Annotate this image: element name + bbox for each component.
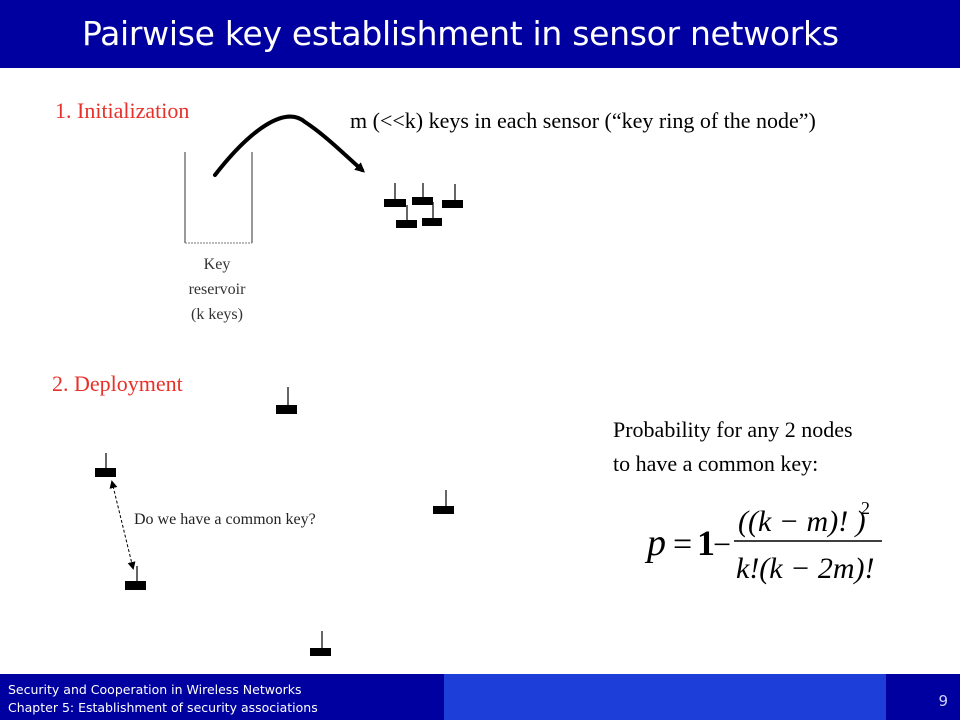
title-bar: Pairwise key establishment in sensor net…: [0, 0, 960, 68]
sensor-node-icon: [384, 183, 406, 207]
sensor-node-icon: [442, 184, 463, 208]
formula-one: 1: [697, 523, 715, 563]
curved-arrow-icon: [213, 114, 365, 177]
formula-denominator: k!(k − 2m)!: [736, 552, 875, 585]
sensor-node-icon: [310, 631, 331, 656]
probability-line-1: Probability for any 2 nodes: [613, 417, 853, 442]
footer-left: Security and Cooperation in Wireless Net…: [0, 674, 444, 720]
key-reservoir-icon: [184, 152, 253, 244]
formula-equals: =: [673, 526, 692, 563]
reservoir-label-line3: (k keys): [191, 306, 243, 323]
sensor-node-icon: [125, 566, 146, 590]
footer-bar: Security and Cooperation in Wireless Net…: [0, 674, 960, 720]
section-initialization: 1. Initialization: [55, 98, 190, 123]
sensor-node-icon: [433, 490, 454, 514]
formula-exponent: 2: [861, 498, 870, 518]
section-deployment: 2. Deployment: [52, 371, 183, 396]
formula-lhs: p: [644, 522, 666, 564]
reservoir-label-line1: Key: [203, 256, 231, 273]
probability-formula: p = 1 − ((k − m)! ) 2 k!(k − 2m)!: [644, 498, 882, 585]
reservoir-label: Key reservoir (k keys): [157, 252, 277, 327]
sensor-node-icon: [276, 387, 297, 414]
sensor-node-icon: [396, 205, 417, 228]
footer-right: 9: [886, 674, 960, 720]
slide-title: Pairwise key establishment in sensor net…: [82, 14, 839, 53]
page-number: 9: [938, 692, 948, 710]
dashed-double-arrow-icon: [109, 480, 136, 570]
footer-course: Security and Cooperation in Wireless Net…: [8, 682, 302, 697]
keyring-text: m (<<k) keys in each sensor (“key ring o…: [350, 108, 816, 133]
sensor-node-icon: [422, 202, 442, 226]
sensor-node-icon: [95, 453, 116, 477]
common-key-question: Do we have a common key?: [134, 511, 316, 528]
formula-minus: −: [713, 526, 731, 562]
sensor-node-icon: [412, 183, 433, 205]
footer-middle: [444, 674, 886, 720]
key-ring-cluster: [384, 183, 463, 228]
reservoir-label-line2: reservoir: [188, 281, 246, 298]
footer-chapter: Chapter 5: Establishment of security ass…: [8, 700, 318, 715]
formula-numerator: ((k − m)! ): [738, 505, 866, 538]
probability-line-2: to have a common key:: [613, 451, 819, 476]
